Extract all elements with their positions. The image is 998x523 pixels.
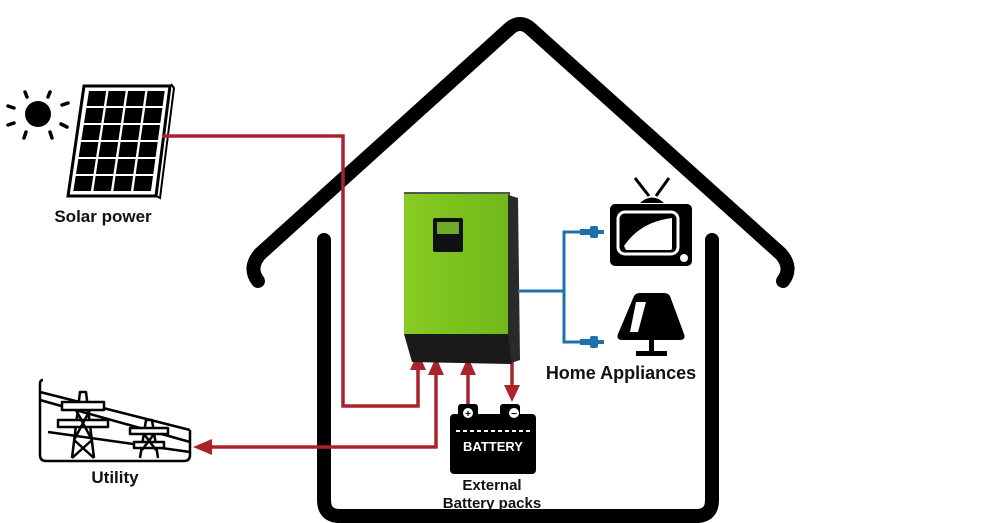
solar-cell xyxy=(138,142,158,157)
arrow-up-utility xyxy=(428,357,444,375)
solar-cell xyxy=(140,125,161,140)
home-appliances-label: Home Appliances xyxy=(546,363,696,383)
solar-cell xyxy=(73,176,94,191)
solar-cell xyxy=(133,176,153,191)
plug-icon-lamp xyxy=(580,336,604,348)
solar-panel-icon xyxy=(66,83,176,200)
solar-cell xyxy=(118,142,138,157)
solar-cell xyxy=(93,176,114,191)
battery-box-label: BATTERY xyxy=(463,439,523,454)
sun-icon xyxy=(6,90,70,140)
house-outline xyxy=(246,17,795,523)
battery-icon: + − BATTERY xyxy=(450,404,536,474)
battery-label-line1: External xyxy=(462,477,521,494)
solar-cell xyxy=(145,91,165,106)
solar-cell xyxy=(120,125,141,140)
arrow-up-battery xyxy=(460,357,476,375)
solar-cell xyxy=(84,108,104,123)
solar-cell xyxy=(142,108,163,123)
solar-cell xyxy=(125,91,146,106)
solar-cell xyxy=(86,91,107,106)
house-roof xyxy=(246,17,795,288)
battery-label-line2: Battery packs xyxy=(443,495,541,512)
ac-wires xyxy=(518,230,582,344)
solar-cell xyxy=(106,91,126,106)
solar-cell xyxy=(123,108,143,123)
solar-power-label: Solar power xyxy=(54,207,152,226)
house-walls xyxy=(317,233,719,523)
solar-cell xyxy=(115,159,136,174)
utility-label: Utility xyxy=(91,468,139,487)
solar-cell xyxy=(78,142,99,157)
solar-cell xyxy=(95,159,116,174)
arrow-left-utility xyxy=(193,439,212,455)
solar-cell xyxy=(103,108,124,123)
battery-positive-terminal: + xyxy=(465,409,471,420)
tv-icon xyxy=(610,177,692,266)
solar-cell xyxy=(81,125,101,140)
wire-solar-to-inverter xyxy=(162,134,420,408)
lamp-icon xyxy=(617,293,685,356)
wire-utility-to-inverter xyxy=(206,368,438,449)
inverter-icon xyxy=(404,192,520,364)
arrow-down-battery xyxy=(504,385,520,402)
power-tower-icon xyxy=(38,378,192,463)
dc-wires xyxy=(162,134,514,449)
solar-cell xyxy=(113,176,134,191)
solar-cell xyxy=(135,159,156,174)
solar-cell xyxy=(76,159,96,174)
battery-negative-terminal: − xyxy=(511,409,517,420)
solar-cell xyxy=(98,142,119,157)
plug-icon-tv xyxy=(580,226,604,238)
solar-cell xyxy=(101,125,121,140)
